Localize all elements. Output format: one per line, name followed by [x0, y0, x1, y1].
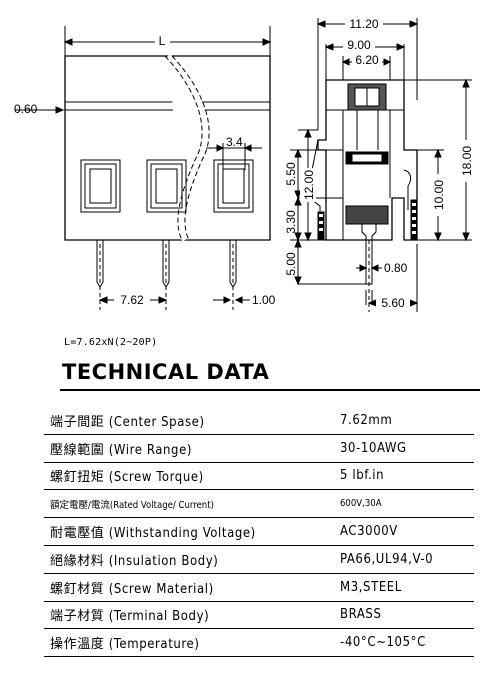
table-row: 端子間距 (Center Spase) 7.62mm [44, 407, 474, 435]
table-row: 螺釘材質 (Screw Material) M3,STEEL [44, 573, 474, 602]
spec-value: 7.62mm [336, 407, 474, 435]
window-height-label: 5.50 [284, 162, 298, 186]
pin-length-label: 5.00 [284, 252, 298, 276]
spec-label: 螺釘扭矩 (Screw Torque) [44, 462, 336, 491]
inner-height-label: 10.00 [432, 180, 446, 210]
wire-entry-2 [146, 159, 187, 213]
technical-data-table: 端子間距 (Center Spase) 7.62mm 壓線範圍 (Wire Ra… [44, 407, 474, 658]
spec-value: AC3000V [336, 517, 474, 546]
upper-height-label: 12.00 [302, 170, 316, 200]
front-view: L 0.60 3. [14, 26, 276, 310]
table-row: 壓線範圍 (Wire Range) 30-10AWG [44, 434, 474, 463]
spec-value: 30-10AWG [336, 434, 474, 463]
spec-value: PA66,UL94,V-0 [336, 545, 474, 574]
spec-label: 額定電壓/電流(Rated Voltage/ Current) [44, 489, 336, 519]
top-width-label: 6.20 [355, 53, 379, 67]
spec-label: 端子間距 (Center Spase) [44, 407, 336, 435]
offset-label: 0.60 [14, 102, 38, 116]
section-title: TECHNICAL DATA [62, 360, 270, 384]
spec-value: 5 lbf.in [336, 462, 474, 491]
pins [96, 240, 237, 310]
overall-height-label: 18.00 [460, 146, 474, 176]
length-label: L [159, 34, 166, 48]
wire-entry-3 [213, 159, 254, 213]
lower-height-label: 3.30 [284, 210, 298, 234]
spec-label: 耐電壓值 (Withstanding Voltage) [44, 517, 336, 546]
pin-offset-label: 5.60 [381, 296, 405, 310]
spec-value: 600V,30A [336, 489, 474, 519]
spec-label: 端子材質 (Terminal Body) [44, 601, 336, 630]
spec-value: BRASS [336, 601, 474, 630]
wire-entry-1 [80, 159, 121, 213]
body-width-label: 9.00 [347, 38, 371, 52]
pitch-label: 7.62 [120, 293, 144, 307]
technical-drawing: L 0.60 3. [14, 16, 474, 312]
title-divider [60, 389, 480, 391]
pin-gauge-label: 1.00 [252, 293, 276, 307]
table-row: 額定電壓/電流(Rated Voltage/ Current) 600V,30A [44, 489, 474, 519]
spec-label: 操作溫度 (Temperature) [44, 628, 336, 658]
pin-diameter-label: 0.80 [384, 261, 408, 275]
spec-value: -40°C~105°C [336, 628, 474, 658]
spec-label: 螺釘材質 (Screw Material) [44, 573, 336, 602]
table-row: 操作溫度 (Temperature) -40°C~105°C [44, 628, 474, 658]
table-row: 耐電壓值 (Withstanding Voltage) AC3000V [44, 517, 474, 546]
spec-label: 絕緣材料 (Insulation Body) [44, 545, 336, 574]
length-formula: L=7.62xN(2~20P) [64, 337, 158, 348]
spec-label: 壓線範圍 (Wire Range) [44, 434, 336, 463]
side-view: 11.20 9.00 6.20 [284, 16, 474, 312]
pin-width-label: 3.4 [226, 135, 243, 149]
spec-value: M3,STEEL [336, 573, 474, 602]
table-row: 絕緣材料 (Insulation Body) PA66,UL94,V-0 [44, 545, 474, 574]
overall-width-label: 11.20 [349, 17, 378, 31]
table-row: 端子材質 (Terminal Body) BRASS [44, 601, 474, 630]
table-row: 螺釘扭矩 (Screw Torque) 5 lbf.in [44, 462, 474, 491]
